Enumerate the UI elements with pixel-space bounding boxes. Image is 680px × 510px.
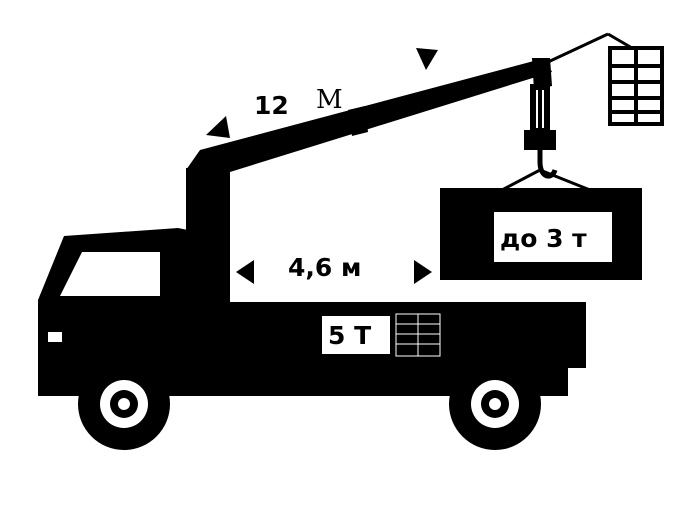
body-capacity-label-box	[322, 316, 390, 354]
boom-hydraulic	[348, 106, 368, 136]
body-length-arrow-left-icon	[236, 260, 254, 284]
crane-boom	[186, 58, 552, 172]
truck-cab	[38, 228, 190, 372]
hook-icon	[537, 150, 558, 179]
front-wheel	[78, 358, 170, 450]
sling-left	[501, 168, 541, 192]
tip-cable	[547, 32, 609, 64]
crane	[186, 32, 633, 372]
crane-capacity-label-box	[494, 212, 612, 262]
sling-right	[539, 168, 591, 192]
headlight	[48, 332, 62, 342]
boom-head	[532, 58, 552, 90]
hook-block	[524, 130, 556, 150]
body-length-label: 4,6 м	[288, 253, 361, 282]
boom-arrow-right-icon	[416, 48, 438, 70]
cab-window	[60, 252, 160, 296]
cargo-load	[440, 188, 642, 280]
body-capacity-label: 5 Т	[328, 321, 371, 350]
work-basket	[608, 46, 664, 126]
rear-wheel	[449, 358, 541, 450]
hook-cylinder	[530, 84, 550, 134]
boom-arrow-left-icon	[206, 116, 230, 138]
boom-length-number: 12	[254, 91, 289, 120]
crane-capacity-label: до 3 т	[500, 224, 587, 253]
crane-column	[186, 168, 230, 372]
cargo-bed	[214, 302, 586, 368]
side-grille	[395, 313, 441, 357]
body-length-arrow-right-icon	[414, 260, 432, 284]
boom-length-unit: М	[316, 85, 343, 115]
